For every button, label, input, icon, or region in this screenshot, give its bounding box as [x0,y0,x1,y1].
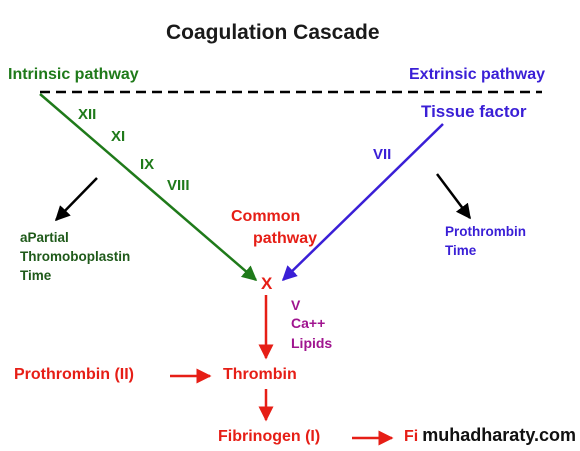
pt-label-line2: Time [445,243,477,258]
extrinsic-test-arrow [436,173,471,220]
cofactor-v-label: V [291,297,301,313]
factor-xii-label: XII [78,106,97,123]
factor-vii-label: VII [373,146,392,163]
thrombin-label: Thrombin [223,366,297,383]
extrinsic-to-x-arrow [281,123,444,282]
factor-xi-label: XI [111,128,126,145]
intrinsic-to-x-arrow [39,93,258,281]
pt-label-line1: Prothrombin [445,224,526,239]
prothrombin-label: Prothrombin (II) [14,366,134,383]
aptt-label-line2: Thromoboplastin [20,249,131,264]
tissue-factor-label: Tissue factor [421,102,527,121]
intrinsic-test-arrow [54,177,98,222]
common-pathway-label-line1: Common [231,208,301,225]
common-pathway-label-line2: pathway [253,230,318,247]
aptt-label-line1: aPartial [20,230,69,245]
fibrin-label: Fi [404,428,419,445]
diagram-title: Coagulation Cascade [166,21,380,44]
fibrinogen-label: Fibrinogen (I) [218,428,321,445]
factor-viii-label: VIII [167,177,190,194]
factor-ix-label: IX [140,156,155,173]
cofactor-lipids-label: Lipids [291,335,333,351]
intrinsic-pathway-label: Intrinsic pathway [8,66,139,83]
extrinsic-pathway-label: Extrinsic pathway [409,66,546,83]
factor-x-label: X [261,274,273,293]
watermark-text: muhadharaty.com [418,421,580,451]
cofactor-ca-label: Ca++ [291,315,326,331]
aptt-label-line3: Time [20,268,52,283]
